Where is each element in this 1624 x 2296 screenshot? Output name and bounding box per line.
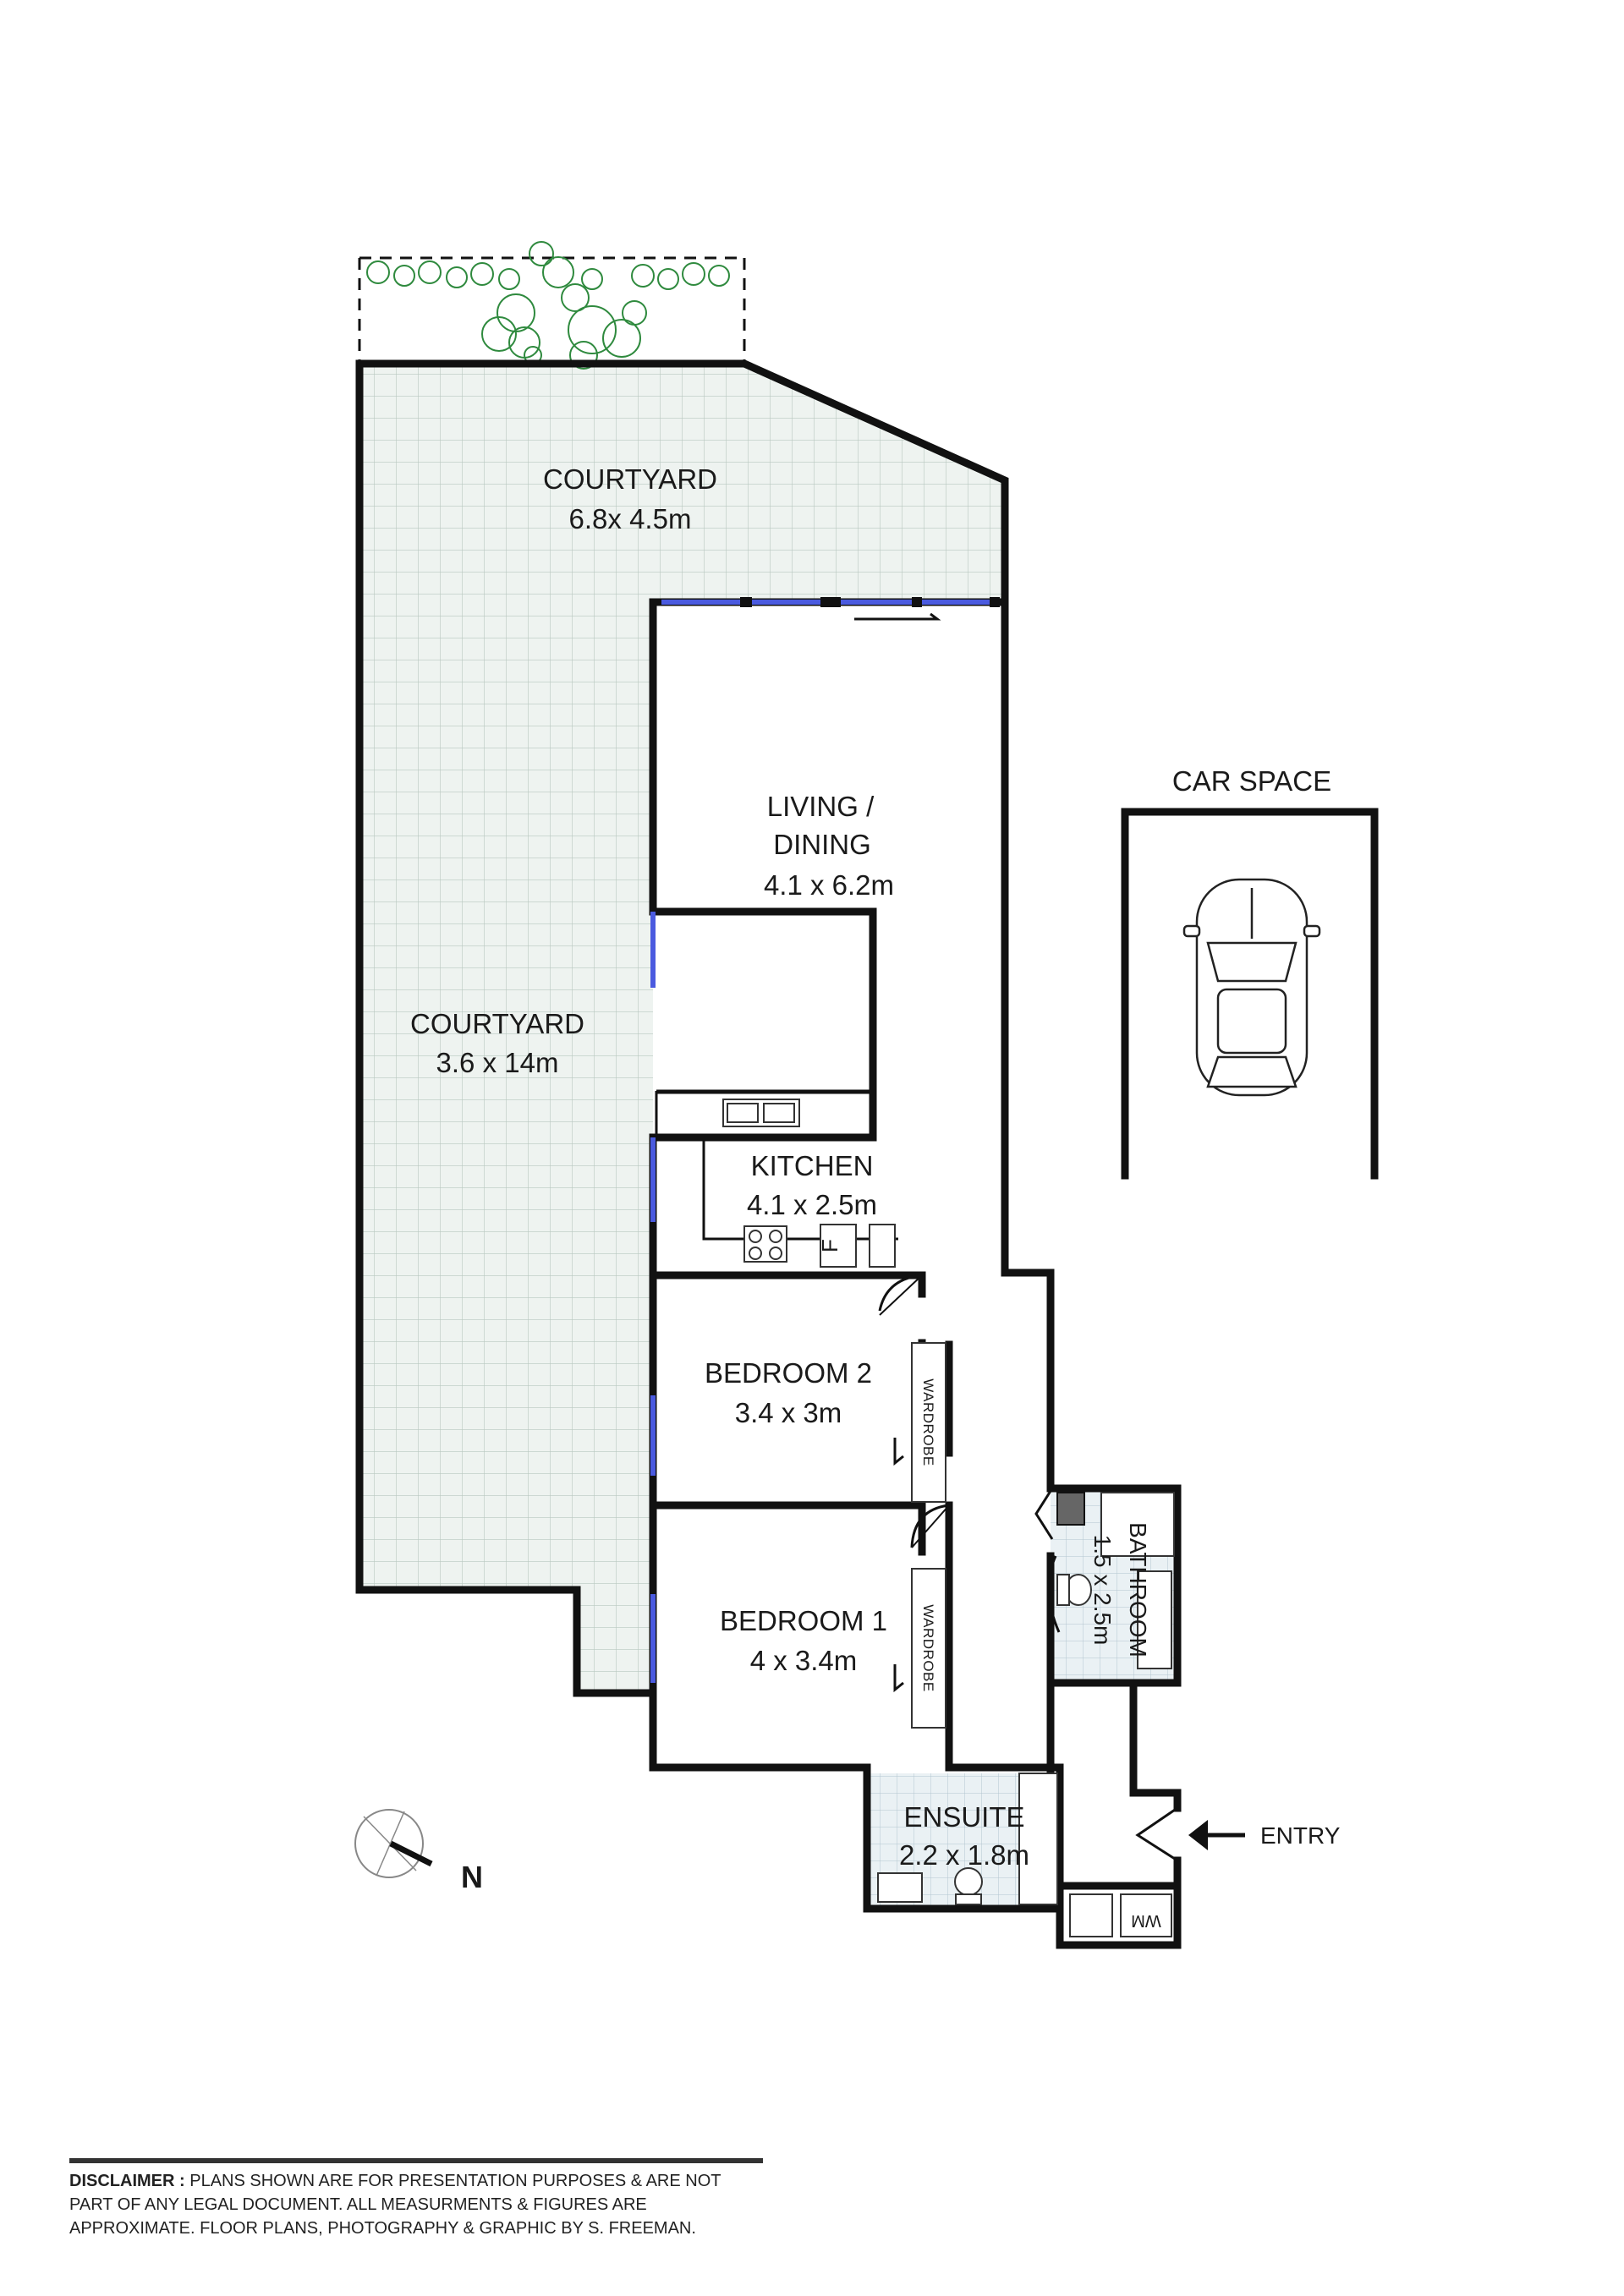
living-name-line1: LIVING / <box>767 791 875 822</box>
bedroom2-name: BEDROOM 2 <box>705 1357 872 1389</box>
entry-arrow-icon <box>1188 1820 1245 1850</box>
courtyard-top-name: COURTYARD <box>543 463 717 495</box>
kitchen-size: 4.1 x 2.5m <box>747 1189 877 1220</box>
ensuite-size: 2.2 x 1.8m <box>899 1839 1029 1871</box>
compass-label: N <box>461 1860 483 1894</box>
kitchen-fixtures <box>655 1089 898 1268</box>
car-space <box>1121 808 1379 1180</box>
wardrobe-label-bedroom2: WARDROBE <box>920 1378 936 1466</box>
disclaimer-heading: DISCLAIMER : <box>69 2172 185 2190</box>
wardrobe-label-bedroom1: WARDROBE <box>920 1604 936 1692</box>
courtyard-side-name: COURTYARD <box>410 1008 584 1039</box>
bathroom-name: BATHROOM <box>1125 1522 1151 1658</box>
washing-machine-label: WM <box>1131 1911 1161 1930</box>
kitchen-name: KITCHEN <box>751 1150 874 1181</box>
disclaimer-line3: APPROXIMATE. FLOOR PLANS, PHOTOGRAPHY & … <box>69 2219 696 2238</box>
doors <box>878 1274 1178 1862</box>
wardrobes <box>893 1342 946 1729</box>
courtyard-area <box>359 364 1005 1693</box>
entry-label: ENTRY <box>1260 1822 1341 1849</box>
living-size: 4.1 x 6.2m <box>764 869 894 901</box>
windows <box>650 597 1000 1683</box>
bedroom1-size: 4 x 3.4m <box>750 1645 858 1676</box>
garden-hedge <box>358 241 746 370</box>
car-icon <box>1182 878 1321 1097</box>
room-labels: COURTYARD 6.8x 4.5m COURTYARD 3.6 x 14m … <box>410 463 1341 1930</box>
disclaimer-line2: PART OF ANY LEGAL DOCUMENT. ALL MEASURME… <box>69 2195 647 2214</box>
disclaimer-line1: PLANS SHOWN ARE FOR PRESENTATION PURPOSE… <box>184 2172 721 2190</box>
bathroom-size: 1.5 x 2.5m <box>1089 1535 1116 1646</box>
ensuite-fixtures <box>877 1773 1058 1905</box>
bathroom-fixtures <box>1056 1492 1175 1669</box>
car-space-name: CAR SPACE <box>1172 765 1331 797</box>
disclaimer: DISCLAIMER : PLANS SHOWN ARE FOR PRESENT… <box>69 2169 831 2240</box>
compass-icon <box>354 1809 433 1878</box>
disclaimer-rule <box>69 2158 763 2163</box>
living-name-line2: DINING <box>773 829 871 860</box>
courtyard-top-size: 6.8x 4.5m <box>569 503 692 534</box>
fridge-label: F <box>817 1239 842 1252</box>
bedroom1-name: BEDROOM 1 <box>720 1605 887 1636</box>
laundry-fixtures <box>1069 1893 1172 1937</box>
bedroom2-size: 3.4 x 3m <box>735 1397 842 1428</box>
ensuite-name: ENSUITE <box>903 1801 1024 1833</box>
courtyard-side-size: 3.6 x 14m <box>436 1047 559 1078</box>
